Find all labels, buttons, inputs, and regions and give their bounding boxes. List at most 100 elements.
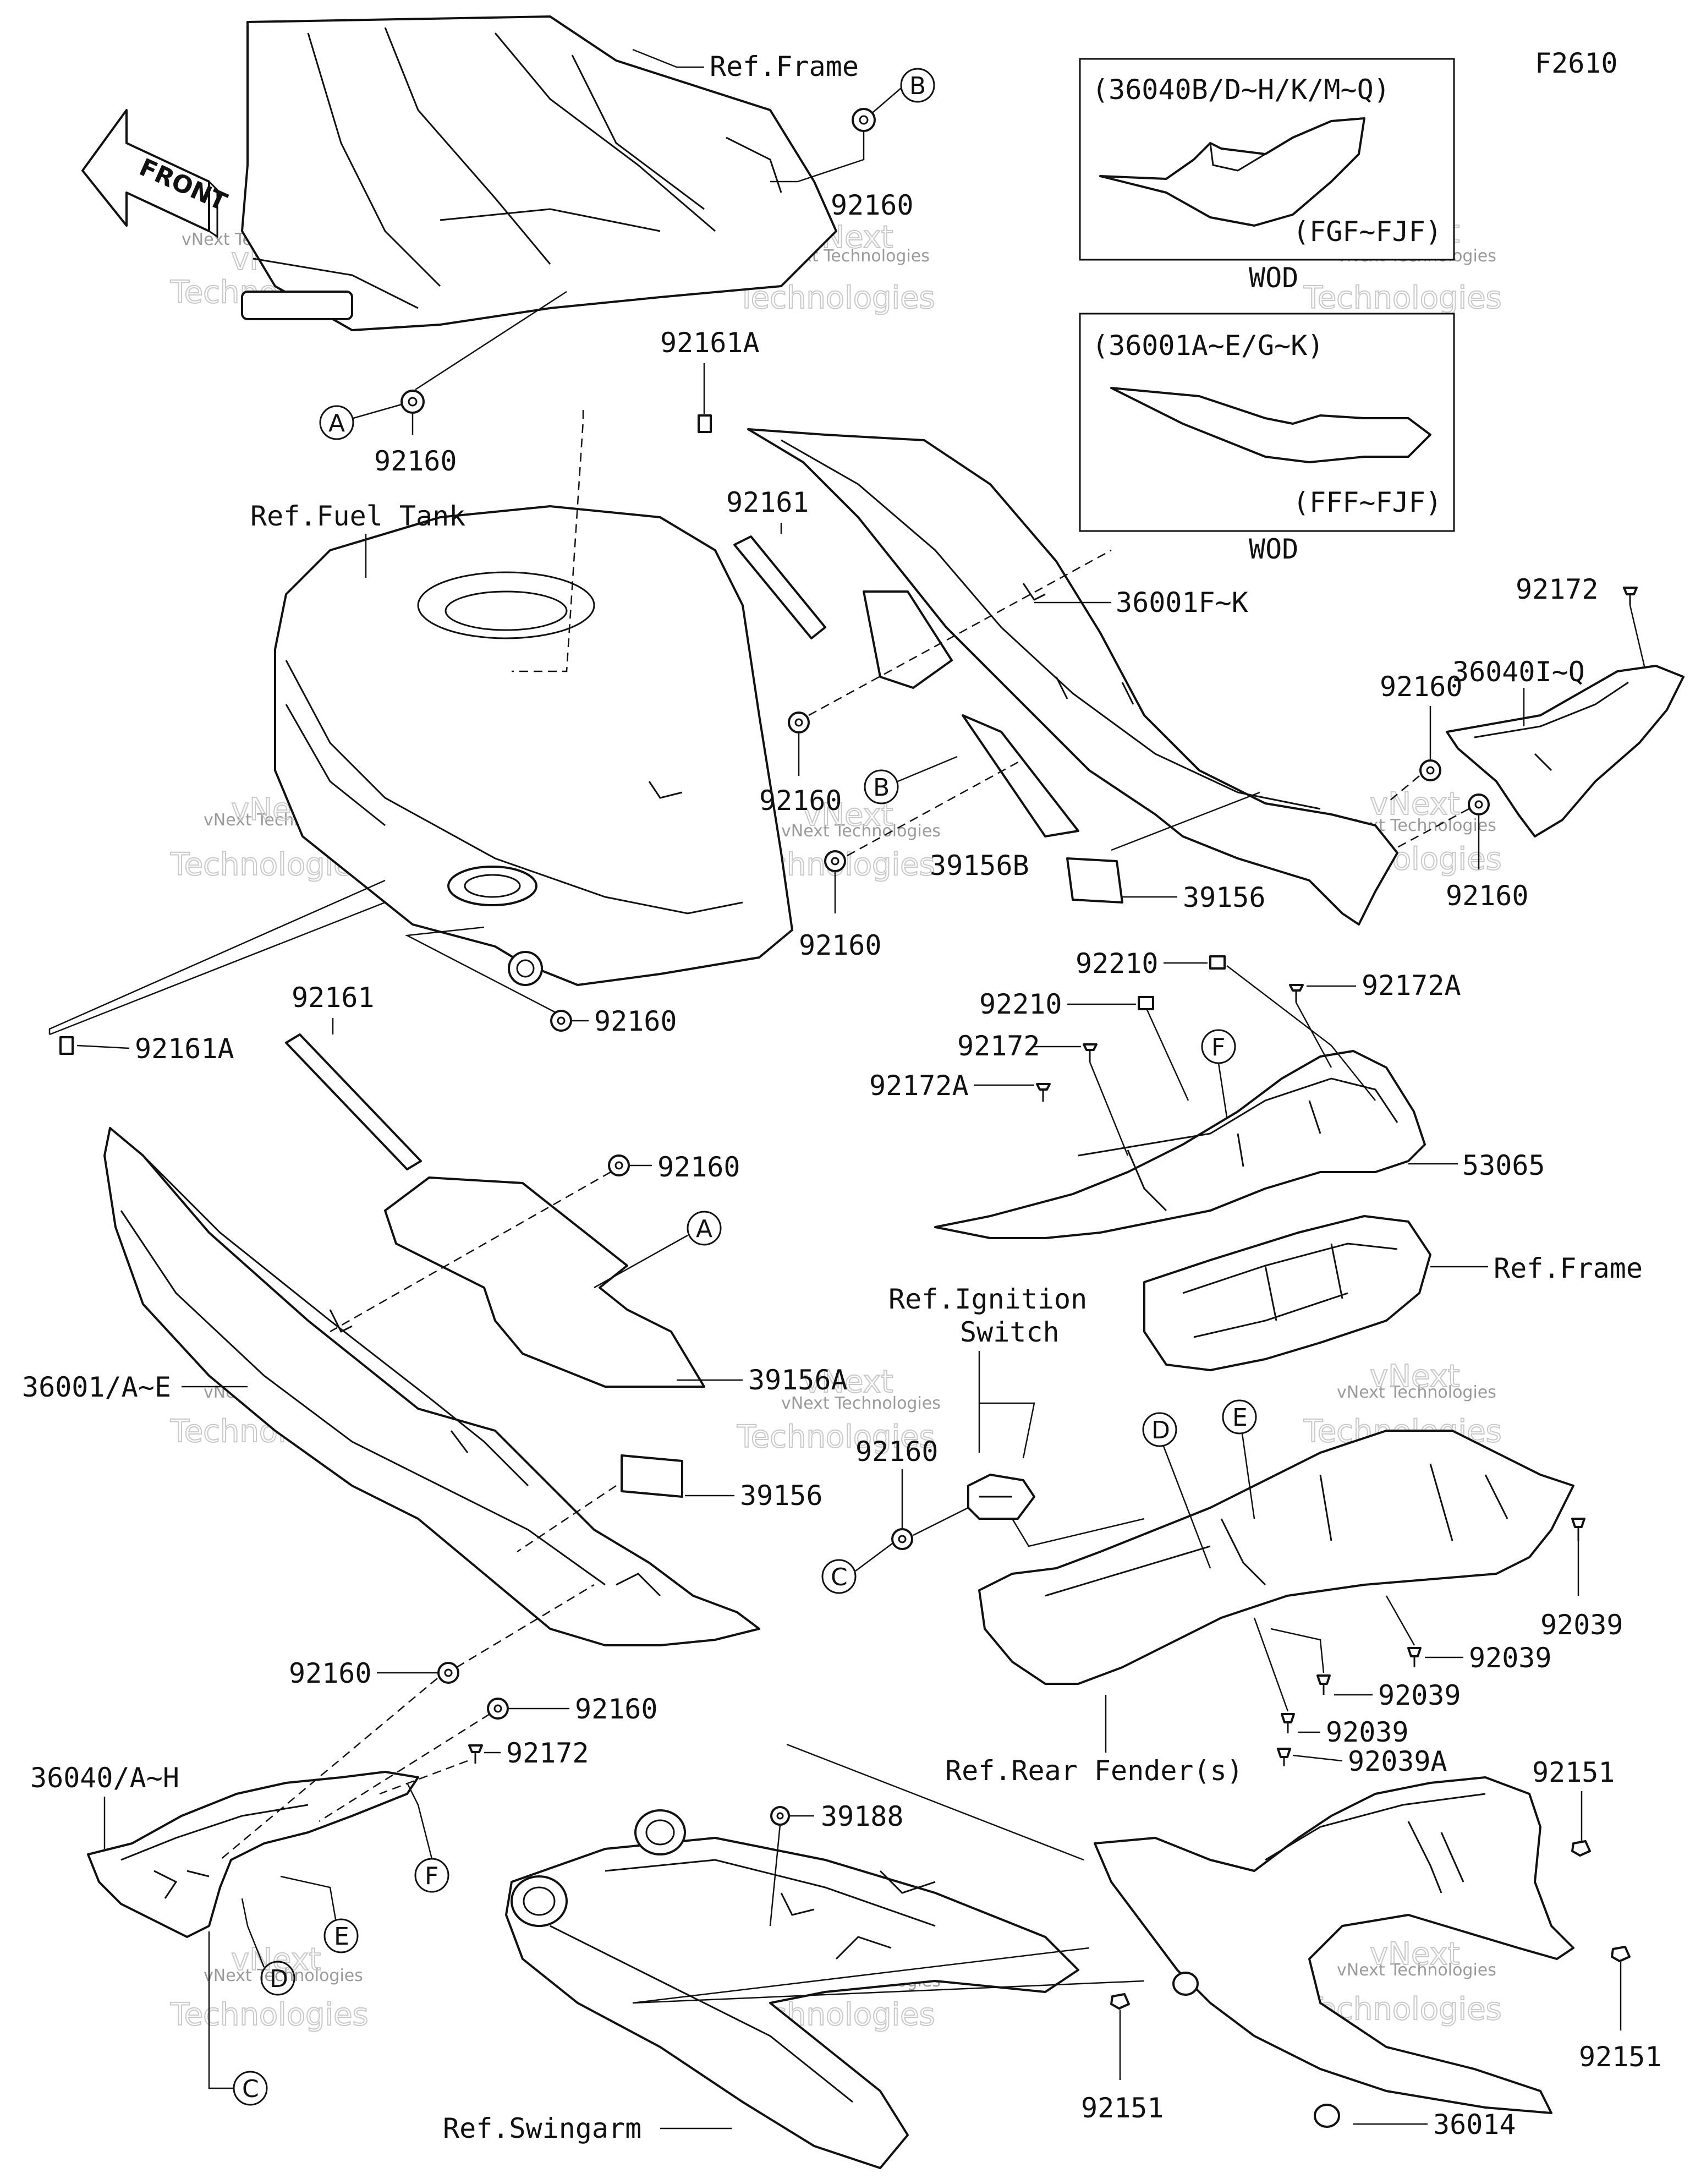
part-92151: 92151 (1081, 2092, 1164, 2124)
inset-bottom-models: (FFF~FJF) (1293, 486, 1442, 518)
inset-side-cover-shape (1099, 117, 1365, 227)
sticker-39156 (1066, 857, 1123, 904)
fuel-tank (274, 505, 793, 986)
bolt-icon (1277, 1748, 1291, 1758)
part-92172: 92172 (1516, 573, 1599, 605)
callout-e: E (1232, 1404, 1248, 1432)
part-92210: 92210 (1076, 948, 1159, 979)
label-ref-frame-top: Ref.Frame (710, 51, 859, 83)
washer-icon (400, 390, 425, 414)
watermark-text: vNext Technologies (1337, 1961, 1496, 1980)
screw-icon (1289, 984, 1304, 992)
callout-e: E (334, 1923, 349, 1951)
label-ref-frame-right: Ref.Frame (1494, 1252, 1643, 1284)
bolt-icon (1407, 1647, 1422, 1657)
part-92151: 92151 (1532, 1756, 1615, 1788)
callout-circle (260, 1961, 295, 1996)
part-92172: 92172 (957, 1030, 1040, 1062)
bolt-92039-c (1316, 1674, 1331, 1695)
front-arrow: FRONT (81, 109, 231, 238)
screw-icon (468, 1744, 483, 1753)
part-39156: 39156 (1183, 882, 1266, 913)
washer-icon (487, 1698, 509, 1720)
tail-cover-left (87, 1771, 419, 1938)
bolt-92151-b (1611, 1946, 1631, 1962)
screw-icon (1083, 1043, 1098, 1051)
inset-top-codes: (36040B/D~H/K/M~Q) (1092, 74, 1390, 106)
washer-icon (1419, 759, 1441, 781)
heat-shield-39156b (863, 590, 953, 689)
part-39156: 39156 (740, 1480, 823, 1512)
callout-circle (821, 1559, 857, 1594)
watermark-text: Technologies (1303, 280, 1502, 316)
part-92039: 92039 (1326, 1716, 1409, 1748)
nut-icon (1209, 955, 1226, 970)
clip-92161a (59, 1036, 74, 1055)
watermark-text: vNext Technologies (781, 1394, 941, 1413)
callout-circle (687, 1211, 722, 1246)
bolt-icon (1110, 1993, 1130, 2010)
part-92172a: 92172A (1362, 970, 1461, 1001)
bolt-92039-a (1571, 1518, 1585, 1541)
sticker-92161 (285, 1033, 422, 1170)
part-36001ae: 36001/A~E (22, 1371, 171, 1403)
part-36040iq: 36040I~Q (1452, 656, 1585, 688)
washer-icon (1468, 793, 1490, 815)
washer-icon (437, 1662, 459, 1684)
inset-top-models: (FGF~FJF) (1293, 216, 1442, 248)
bolt-92151-a (1571, 1840, 1591, 1857)
bolt-icon (1281, 1713, 1295, 1723)
part-92160: 92160 (1446, 880, 1529, 912)
part-92172a: 92172A (869, 1070, 969, 1102)
washer-icon (891, 1528, 913, 1550)
part-92160: 92160 (799, 929, 882, 961)
callout-circle (864, 769, 899, 804)
ignition-switch-bracket (967, 1474, 1035, 1520)
rear-fender-inner (978, 1430, 1574, 1685)
callout-circle (1222, 1399, 1257, 1435)
side-cover-upper (747, 428, 1398, 926)
watermark-text: vNext Technologies (204, 1966, 363, 1985)
part-92160: 92160 (575, 1693, 658, 1725)
watermark-text: vNext Technologies (1337, 1383, 1496, 1402)
callout-circle (900, 68, 935, 103)
callout-b: B (873, 774, 890, 802)
part-39188: 39188 (821, 1800, 904, 1832)
callout-a: A (328, 409, 345, 437)
label-ref-swingarm: Ref.Swingarm (443, 2112, 641, 2144)
rear-cover-right (1446, 665, 1684, 838)
label-ref-ignition-switch: Switch (960, 1316, 1060, 1348)
heat-shield-39156a (384, 1176, 705, 1388)
sticker-39156 (621, 1454, 683, 1498)
bolt-icon (1571, 1840, 1591, 1857)
part-92161a: 92161A (660, 327, 760, 359)
figure-code: F2610 (1535, 47, 1618, 79)
seat-cowl-53065 (934, 1050, 1426, 1239)
clip-92161a (698, 414, 712, 433)
watermark-text: vNext (1370, 786, 1460, 822)
label-ref-ignition-switch: Ref.Ignition (888, 1283, 1087, 1315)
bolt-92039-b (1407, 1647, 1422, 1667)
inset-bottom-codes: (36001A~E/G~K) (1092, 330, 1324, 362)
part-92161: 92161 (292, 982, 375, 1014)
inset-cover-shape (1110, 387, 1431, 463)
part-92160: 92160 (831, 189, 914, 221)
callout-a: A (696, 1215, 712, 1243)
screw-icon (1036, 1083, 1051, 1091)
callout-d: D (270, 1965, 288, 1993)
part-92160: 92160 (289, 1657, 372, 1689)
part-92160: 92160 (657, 1151, 740, 1183)
sticker-92161 (733, 535, 826, 639)
part-92172: 92172 (506, 1737, 589, 1769)
frame-right (1143, 1215, 1431, 1371)
washer-icon (550, 1010, 572, 1032)
washer-icon (852, 108, 876, 132)
part-53065: 53065 (1462, 1150, 1545, 1181)
washer-icon (824, 850, 846, 872)
watermark-text: vNext (231, 1942, 321, 1978)
callout-f: F (1211, 1033, 1225, 1061)
callout-circle (1142, 1412, 1177, 1447)
watermark-text: Technologies (737, 1419, 935, 1455)
part-92160: 92160 (759, 785, 842, 817)
part-92161a: 92161A (135, 1033, 234, 1065)
